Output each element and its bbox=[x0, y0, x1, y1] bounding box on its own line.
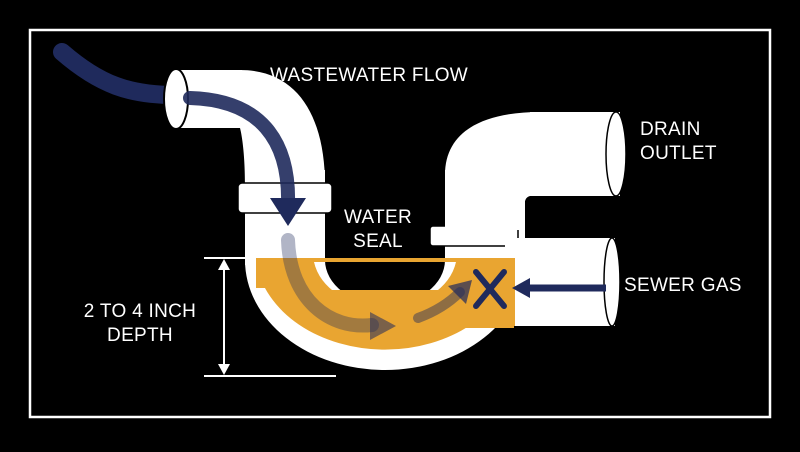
depth-label: 2 TO 4 INCH DEPTH bbox=[72, 300, 208, 348]
drain-outlet-pipe bbox=[530, 112, 620, 196]
diagram-frame bbox=[28, 28, 772, 419]
wastewater-flow-label: WASTEWATER FLOW bbox=[270, 65, 469, 86]
sewer-branch-opening bbox=[603, 237, 621, 327]
depth-arrow-down bbox=[218, 364, 230, 375]
incoming-flow-arrow bbox=[53, 43, 184, 104]
drain-outlet-label: DRAIN OUTLET bbox=[640, 118, 717, 166]
x-mark-icon bbox=[473, 269, 507, 309]
water-seal-branch bbox=[505, 258, 515, 326]
depth-line2: DEPTH bbox=[107, 325, 173, 346]
drain-outlet-line1: DRAIN bbox=[640, 119, 701, 140]
inlet-elbow bbox=[240, 70, 325, 185]
drain-elbow bbox=[445, 112, 540, 230]
drain-outlet-line2: OUTLET bbox=[640, 143, 717, 164]
flow-arrow-down-head bbox=[270, 198, 306, 226]
water-seal-line1: WATER bbox=[344, 207, 412, 228]
flow-arrow-up-head bbox=[448, 280, 472, 304]
water-seal-label: WATER SEAL bbox=[340, 206, 416, 254]
drain-outlet-opening bbox=[605, 111, 627, 197]
sewer-gas-label: SEWER GAS bbox=[624, 275, 742, 296]
flow-arrow-through-seal-head bbox=[370, 312, 396, 340]
depth-line1: 2 TO 4 INCH bbox=[83, 301, 197, 322]
water-seal-top-left bbox=[256, 258, 314, 288]
water-seal-line2: SEAL bbox=[353, 231, 403, 252]
sewer-branch-pipe bbox=[505, 238, 615, 326]
flow-arrow-down bbox=[183, 91, 296, 212]
flow-arrow-through-seal bbox=[281, 233, 379, 333]
depth-arrow-up bbox=[218, 259, 230, 270]
sewer-gas-arrow-head bbox=[512, 278, 530, 298]
